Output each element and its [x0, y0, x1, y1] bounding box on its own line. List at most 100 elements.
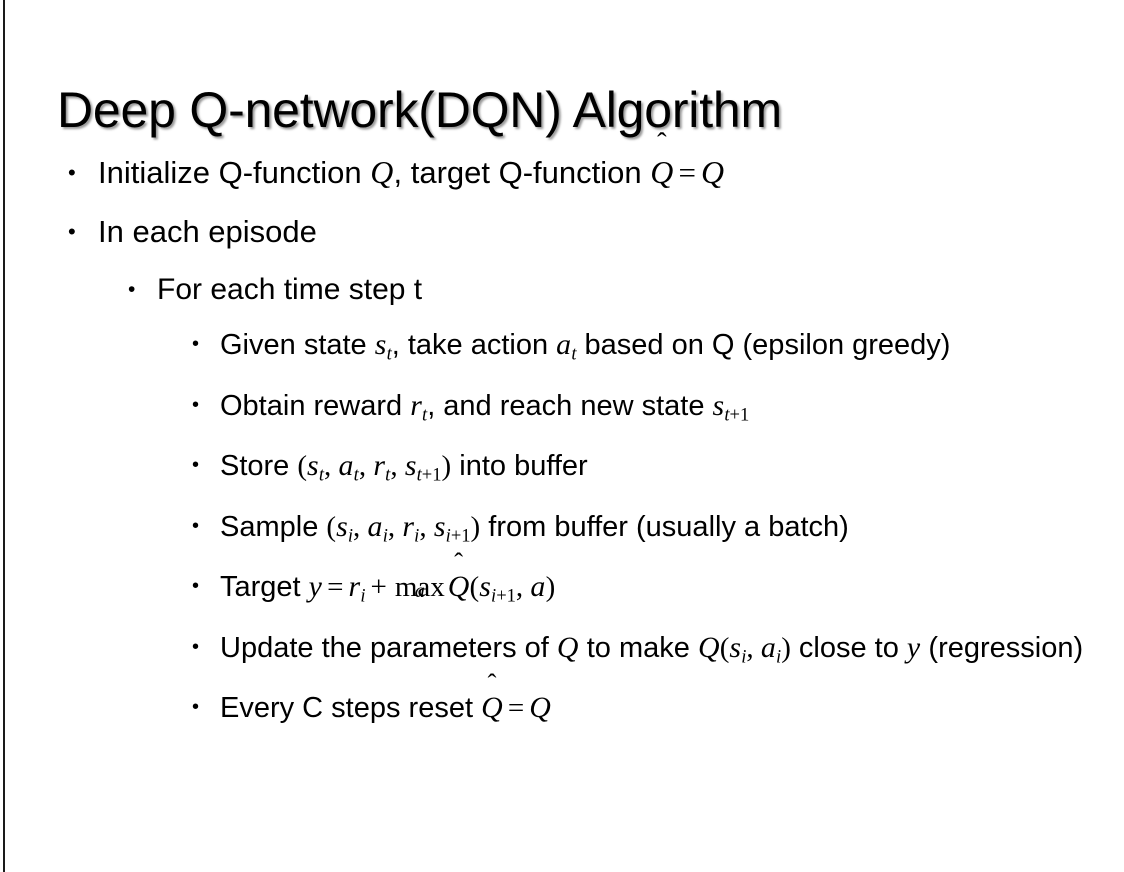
math-comma: ,	[353, 510, 368, 543]
text-run: Store	[220, 450, 298, 483]
list-item: • Given state st, take action at based o…	[0, 319, 1124, 380]
text-run: Given state	[220, 329, 375, 361]
math-var-s: s	[433, 509, 446, 543]
math-paren-open: (	[297, 450, 308, 483]
math-paren-open: (	[326, 510, 337, 543]
list-item: • Every C steps reset Q̂=Q	[0, 682, 1124, 734]
text-run: , take action	[391, 329, 557, 361]
math-subscript: t+1	[724, 404, 750, 426]
list-item-text: For each time step t	[157, 273, 423, 306]
math-var-a: a	[556, 328, 572, 361]
math-subscript: t	[386, 343, 392, 365]
page-title: Deep Q-network(DQN) Algorithm	[57, 81, 782, 138]
bullet-marker-icon: •	[192, 696, 200, 719]
bullet-marker-icon: •	[68, 219, 76, 244]
math-var-s: s	[336, 509, 348, 543]
list-item: • Update the parameters of Q to make Q(s…	[0, 622, 1124, 683]
text-run: based on Q (epsilon greedy)	[576, 329, 951, 361]
text-run: , target Q-function	[393, 155, 651, 190]
text-run: Update the parameters of	[220, 631, 557, 664]
bullet-marker-icon: •	[192, 454, 200, 477]
math-subscript: t	[422, 404, 428, 426]
text-run: (regression)	[920, 631, 1084, 664]
list-item-text: In each episode	[98, 214, 317, 249]
math-var-r: r	[348, 570, 361, 604]
text-run: Initialize Q-function	[98, 155, 371, 190]
math-paren-close: )	[441, 450, 452, 483]
math-var-s: s	[479, 570, 492, 604]
math-comma: ,	[387, 510, 403, 543]
math-subscript: i	[382, 525, 388, 547]
text-run: Every C steps reset	[220, 692, 482, 725]
math-paren-close: )	[781, 631, 791, 664]
math-var-q: Q	[556, 630, 579, 664]
text-run: Sample	[220, 510, 327, 543]
math-var-q-hat: Q̂	[650, 155, 674, 190]
list-item-text: Store (st, at, rt, st+1) into buffer	[220, 440, 1124, 501]
math-var-q: Q	[697, 630, 720, 664]
list-item: • In each episode	[0, 202, 1124, 261]
math-comma: ,	[419, 510, 434, 543]
list-item: • Initialize Q-function Q , target Q-func…	[0, 143, 1124, 202]
math-var-q: Q	[700, 155, 725, 190]
math-plus: +	[370, 571, 387, 604]
math-paren-open: (	[719, 631, 730, 664]
math-equals: =	[507, 692, 525, 725]
math-equals: =	[327, 571, 344, 604]
math-var-q-hat: Q̂	[447, 570, 470, 604]
math-var-s: s	[712, 388, 725, 422]
math-paren-open: (	[469, 571, 480, 604]
math-var-y: y	[308, 570, 323, 604]
math-var-s: s	[307, 449, 319, 483]
math-var-s: s	[404, 449, 417, 483]
math-comma: ,	[746, 631, 761, 664]
math-subscript: t	[385, 464, 391, 486]
math-subscript: t	[318, 464, 325, 486]
math-subscript: t	[571, 343, 577, 365]
list-item-text: Obtain reward rt, and reach new state st…	[220, 380, 1124, 441]
left-edge-rule	[3, 0, 5, 872]
math-var-a: a	[367, 509, 383, 543]
list-item: • Store (st, at, rt, st+1) into buffer	[0, 440, 1124, 501]
text-run: close to	[790, 631, 907, 664]
math-subscript: t+1	[416, 464, 442, 486]
math-var-a: a	[530, 570, 546, 604]
text-run: Target	[220, 571, 309, 604]
math-comma: ,	[358, 450, 374, 483]
math-var-r: r	[373, 449, 386, 483]
bullet-marker-icon: •	[128, 278, 136, 301]
text-run: to make	[578, 631, 698, 664]
math-equals: =	[678, 155, 696, 190]
math-subscript: t	[353, 464, 359, 486]
math-comma: ,	[515, 571, 531, 604]
bullet-marker-icon: •	[192, 514, 200, 537]
list-item: • Obtain reward rt, and reach new state …	[0, 380, 1124, 441]
list-item: • For each time step t	[0, 261, 1124, 319]
bullet-marker-icon: •	[192, 635, 200, 658]
math-var-q-hat: Q̂	[481, 691, 503, 725]
math-var-y: y	[906, 630, 921, 664]
list-item-text: Sample (si, ai, ri, si+1) from buffer (u…	[220, 501, 1124, 562]
math-subscript: i+1	[491, 585, 516, 607]
math-var-s: s	[729, 630, 742, 664]
math-comma: ,	[324, 450, 339, 483]
bullet-list: • Initialize Q-function Q , target Q-func…	[0, 143, 1124, 734]
math-max-subscript: a	[414, 579, 425, 602]
math-paren-close: )	[545, 571, 556, 604]
math-var-a: a	[760, 630, 777, 664]
text-run: from buffer (usually a batch)	[480, 510, 849, 543]
text-run: into buffer	[451, 450, 588, 483]
bullet-marker-icon: •	[68, 160, 76, 185]
math-subscript: i	[347, 525, 354, 547]
math-var-s: s	[374, 328, 387, 361]
text-run: Obtain reward	[220, 389, 411, 422]
list-item: • Sample (si, ai, ri, si+1) from buffer …	[0, 501, 1124, 562]
bullet-marker-icon: •	[192, 333, 200, 355]
list-item-text: Every C steps reset Q̂=Q	[220, 682, 1124, 734]
list-item-text: Initialize Q-function Q , target Q-functi…	[98, 143, 1124, 202]
math-var-q: Q	[529, 691, 551, 725]
text-run: , and reach new state	[427, 389, 713, 422]
